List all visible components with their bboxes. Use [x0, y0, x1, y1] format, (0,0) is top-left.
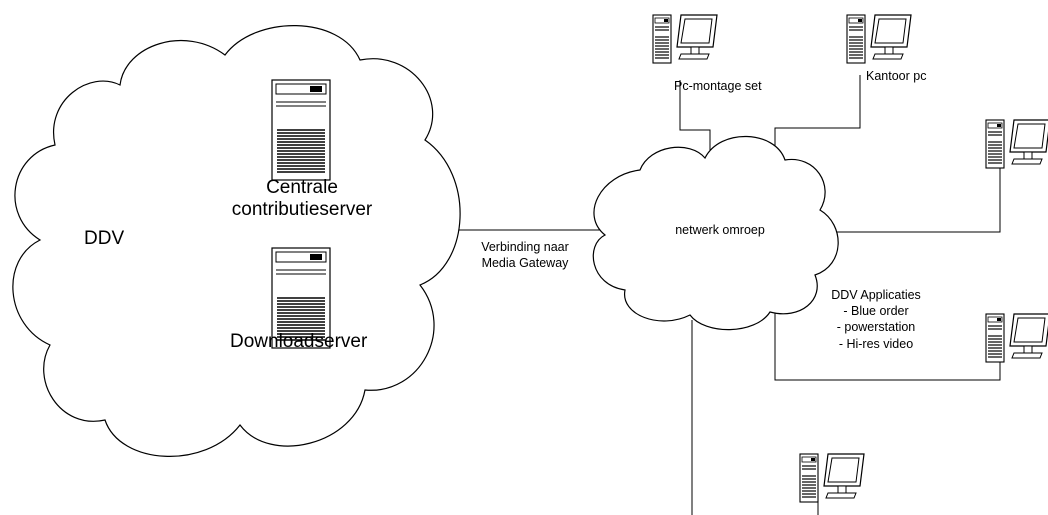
- kantoor-workstation-icon: [846, 14, 912, 64]
- central-server-label-line2: contributieserver: [231, 199, 373, 220]
- right-workstation-icon: [985, 119, 1048, 169]
- application-item: - powerstation: [836, 320, 916, 334]
- application-item: - Hi-res video: [838, 337, 914, 351]
- ddv-cloud: [12, 25, 461, 457]
- central-server-icon: [271, 79, 331, 181]
- central-server-label-line1: Centrale: [266, 177, 338, 198]
- apps-workstation-icon: [985, 313, 1048, 363]
- link-network-to-pc-montage: [679, 80, 711, 150]
- connection-label-line2: Media Gateway: [481, 256, 569, 270]
- pc-montage-label: Pc-montage set: [674, 79, 762, 93]
- connection-label-line1: Verbinding naar: [481, 240, 569, 254]
- kantoor-pc-label: Kantoor pc: [866, 69, 927, 83]
- ddv-cloud-label: DDV: [84, 228, 125, 249]
- applications-title: DDV Applicaties: [831, 288, 921, 302]
- bottom-workstation-icon: [799, 453, 865, 503]
- link-network-to-apps-pc: [774, 310, 1001, 381]
- pc-montage-workstation-icon: [652, 14, 718, 64]
- download-server-label: Downloadserver: [230, 331, 368, 352]
- network-cloud: [592, 135, 839, 331]
- network-cloud-label: netwerk omroep: [675, 223, 765, 237]
- application-item: - Blue order: [843, 304, 909, 318]
- link-network-to-kantoor: [774, 75, 861, 150]
- link-network-to-right-pc: [820, 165, 1001, 233]
